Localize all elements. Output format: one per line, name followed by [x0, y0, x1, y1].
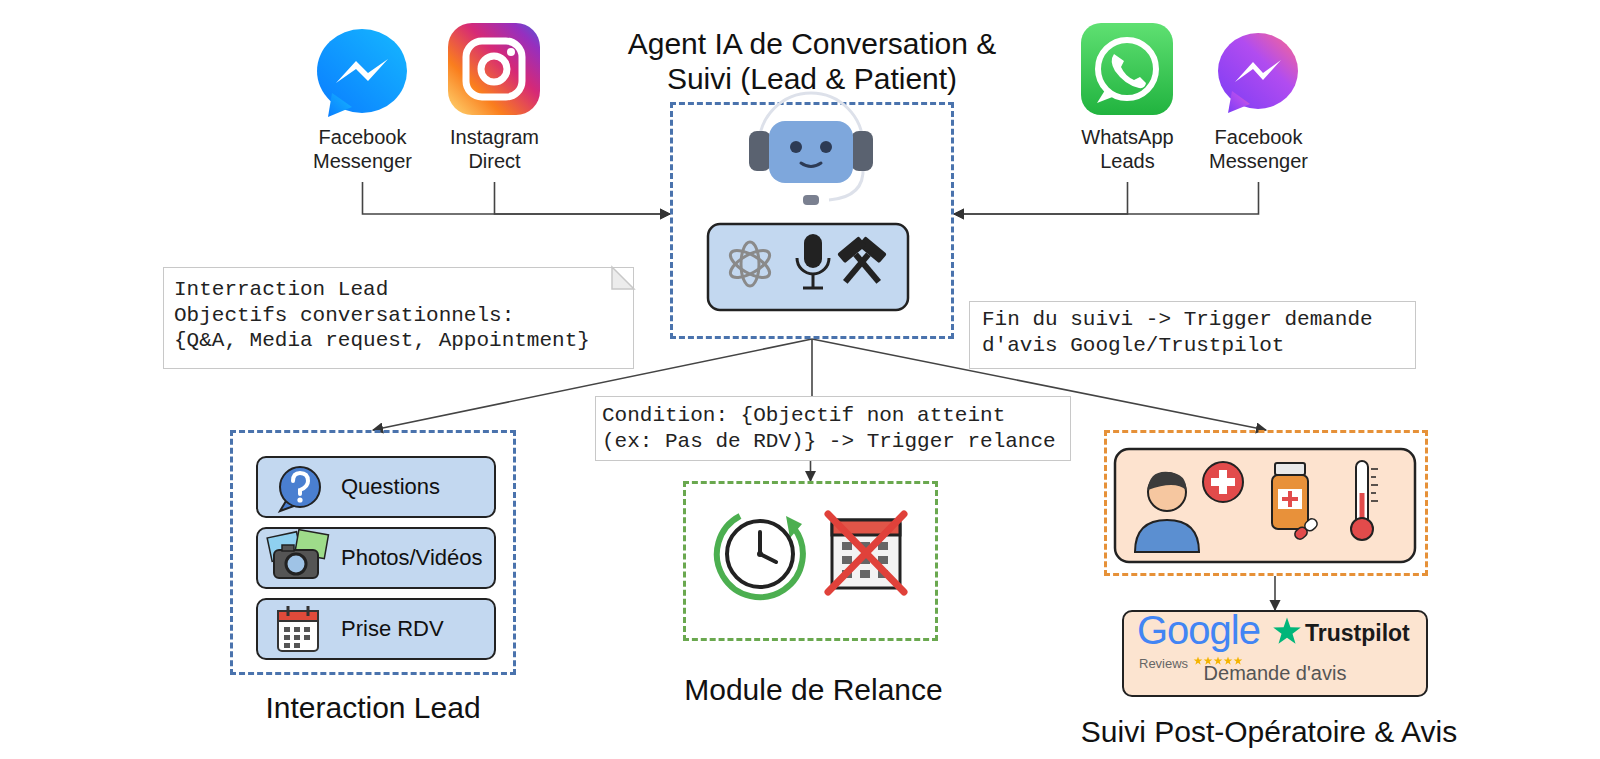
- process-box: Prise RDV: [256, 598, 496, 660]
- robot-icon: [749, 93, 873, 205]
- process-box-text: Prise RDV: [341, 600, 444, 658]
- care-panel: [1115, 449, 1415, 562]
- condition-note: Condition: {Objectif non atteint (ex: Pa…: [595, 396, 1071, 461]
- patient-icon: [1135, 472, 1199, 552]
- channel-node-text: Facebook Messenger: [1196, 125, 1321, 174]
- tool-panel: [708, 224, 908, 310]
- rating-stars: [1194, 657, 1243, 665]
- note-box: Interraction LeadObjectifs conversationn…: [163, 267, 634, 369]
- process-box-text: Questions: [341, 458, 440, 516]
- instagram-icon: [448, 23, 540, 115]
- trustpilot-star: [1273, 618, 1301, 644]
- messenger-icon: [317, 29, 407, 117]
- pill-bottle-icon: [1272, 463, 1319, 541]
- connector-arrow: [811, 339, 813, 396]
- channel-node: Instagram Direct: [432, 25, 557, 170]
- channel-node-text: Facebook Messenger: [300, 125, 425, 174]
- microphone-icon: [797, 234, 829, 288]
- review-box-text: Reviews: [1139, 656, 1188, 671]
- cancelled-calendar-icon: [828, 514, 904, 592]
- channel-node-text: Instagram Direct: [432, 125, 557, 174]
- connector-arrow: [1274, 576, 1276, 610]
- group-box-text: Interaction Lead: [193, 691, 553, 725]
- connector-arrow: [954, 182, 1128, 214]
- condition-note-text: Condition: {Objectif non atteint (ex: Pa…: [602, 403, 1064, 454]
- channel-node: WhatsApp Leads: [1065, 25, 1190, 170]
- review-box: GoogleReviews TrustpilotDemande d'avis: [1122, 610, 1428, 697]
- whatsapp-icon: [1081, 23, 1173, 115]
- camera-icon: [267, 530, 328, 578]
- group-box-text: Suivi Post-Opératoire & Avis: [1047, 715, 1491, 749]
- connector-arrow: [495, 182, 671, 214]
- thermometer-icon: [1351, 461, 1378, 540]
- note-box-text: Interraction Lead: [174, 277, 623, 303]
- review-box-text: Demande d'avis: [1124, 662, 1426, 685]
- clock-icon: [717, 516, 803, 597]
- review-box-text: Google: [1137, 608, 1260, 653]
- channel-node: Facebook Messenger: [300, 25, 425, 170]
- process-box: Questions: [256, 456, 496, 518]
- calendar-icon: [278, 606, 318, 651]
- group-box: Suivi Post-Opératoire & Avis: [1104, 430, 1428, 576]
- agent-box: Agent IA de Conversation & Suivi (Lead &…: [670, 102, 954, 339]
- connector-arrow: [363, 182, 671, 214]
- note-box-text: Objectifs conversationnels:: [174, 303, 623, 329]
- llm-logo: [726, 242, 773, 286]
- channel-node: Facebook Messenger: [1196, 25, 1321, 170]
- medical-cross-icon: [1203, 462, 1243, 502]
- review-box-text: Trustpilot: [1305, 620, 1410, 647]
- group-box-text: Module de Relance: [616, 673, 1011, 707]
- messenger-icon: [1218, 33, 1298, 113]
- group-box: Module de Relance: [683, 481, 938, 641]
- connector-arrow: [954, 182, 1259, 214]
- note-box-text: Fin du suivi -> Trigger demande d'avis G…: [982, 307, 1403, 358]
- note-box-text: {Q&A, Media request, Appointment}: [174, 328, 623, 354]
- hammers-icon: [835, 236, 890, 291]
- agent-box-text: Agent IA de Conversation & Suivi (Lead &…: [627, 27, 997, 96]
- process-box: Photos/Vidéos: [256, 527, 496, 589]
- connector-arrow: [810, 461, 812, 481]
- note-box: Fin du suivi -> Trigger demande d'avis G…: [969, 301, 1416, 369]
- channel-node-text: WhatsApp Leads: [1065, 125, 1190, 174]
- group-box: Interaction LeadQuestionsPhotos/VidéosPr…: [230, 430, 516, 675]
- process-box-text: Photos/Vidéos: [341, 529, 482, 587]
- note-fold: [612, 267, 634, 289]
- question-icon: [280, 467, 320, 511]
